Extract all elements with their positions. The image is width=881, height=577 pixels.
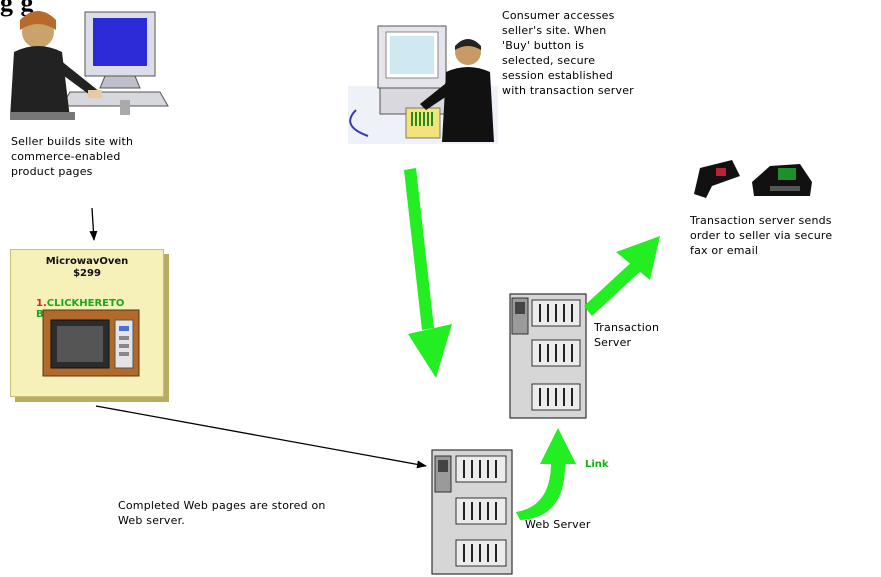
buy-link-number: 1.: [36, 298, 47, 309]
product-page-card: MicrowavOven $299 1.CLICKHERETO BUY: [10, 249, 164, 397]
microwave-icon: [42, 309, 140, 377]
web-server-illustration: [431, 449, 513, 575]
product-name: MicrowavOven: [45, 256, 129, 267]
web-server-label: Web Server: [525, 518, 591, 531]
consumer-accesses-caption: Consumer accesses seller's site. When 'B…: [502, 9, 634, 97]
consumer-illustration: [348, 25, 498, 144]
transaction-sends-caption: Transaction server sends order to seller…: [690, 214, 833, 257]
completed-pages-caption: Completed Web pages are stored on Web se…: [118, 499, 326, 527]
link-label: Link: [585, 459, 609, 470]
fax-email-icons: [694, 160, 812, 198]
seller-builds-caption: Seller builds site with commerce-enabled…: [11, 135, 134, 178]
seller-to-card-arrow: [89, 207, 98, 241]
product-price: $299: [73, 268, 101, 279]
seller-illustration: [10, 11, 169, 120]
webserver-to-transaction-link-arrow: [516, 428, 576, 520]
card-to-webserver-arrow: [95, 405, 427, 469]
consumer-to-server-green-arrow: [404, 168, 452, 378]
transaction-server-label: Transaction Server: [594, 321, 660, 349]
transaction-server-illustration: [509, 293, 587, 419]
server-to-fax-green-arrow: [584, 236, 660, 316]
page-title-fragment: g g: [0, 0, 34, 17]
